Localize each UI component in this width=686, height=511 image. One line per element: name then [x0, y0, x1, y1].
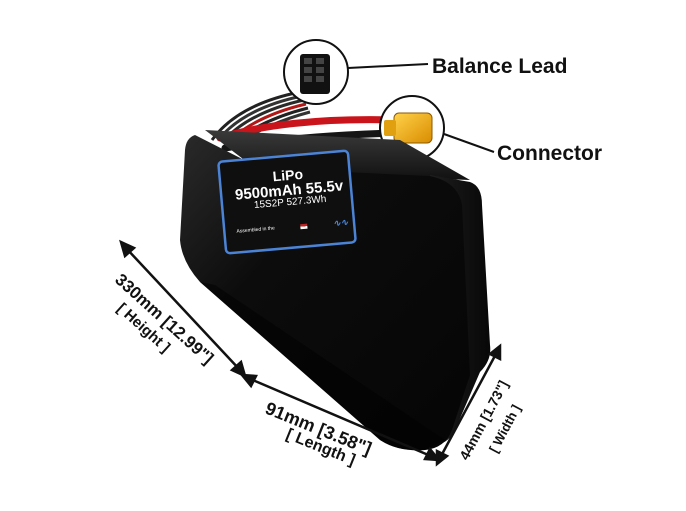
dimension-lines — [119, 239, 502, 467]
balance-lead-callout: Balance Lead — [432, 55, 568, 78]
battery-label-text: LiPo 9500mAh 55.5v 15S2P 527.3Wh Assembl… — [227, 163, 352, 238]
maxamps-logo-icon: ∿∿ — [332, 216, 349, 229]
balance-lead-magnifier — [283, 39, 429, 105]
label-assembled: Assembled in the — [236, 225, 276, 235]
connector-callout: Connector — [497, 142, 602, 165]
flag-icon — [300, 223, 308, 230]
battery-label — [217, 149, 357, 255]
